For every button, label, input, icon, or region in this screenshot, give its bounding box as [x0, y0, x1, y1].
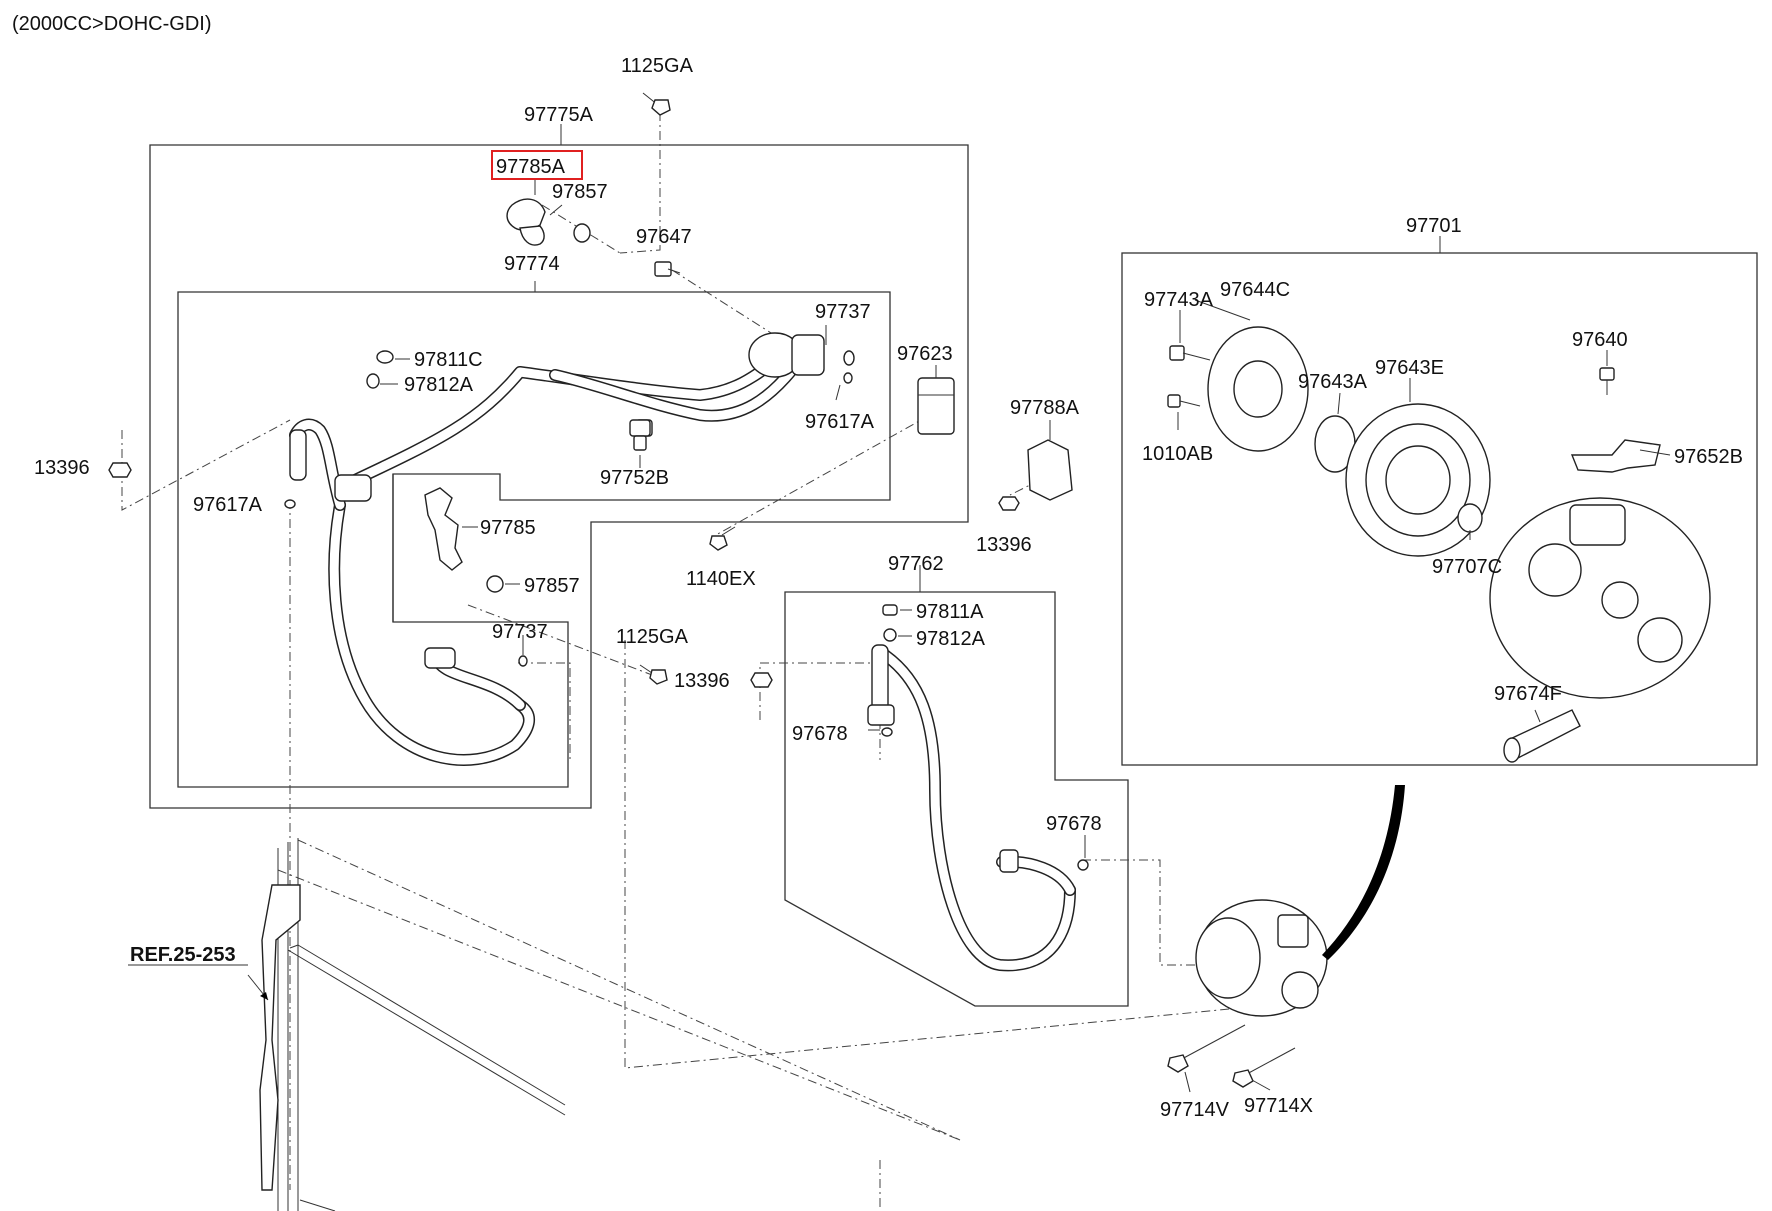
bracket-97785	[424, 487, 463, 571]
bolt-97714X	[1232, 1047, 1296, 1088]
label-1125GA-mid[interactable]: 1125GA	[616, 626, 689, 648]
label-97644C[interactable]: 97644C	[1220, 279, 1290, 301]
hub-97644C	[1207, 326, 1309, 452]
label-1140EX[interactable]: 1140EX	[686, 568, 756, 590]
bolt-1125GA-mid	[639, 664, 668, 685]
bolt-97647	[654, 261, 681, 277]
bracket-97652B	[1570, 439, 1661, 473]
label-97617A-left[interactable]: 97617A	[193, 494, 263, 516]
label-13396-left[interactable]: 13396	[34, 457, 90, 479]
switch-97752B	[629, 419, 651, 451]
oring-97678-b	[1077, 859, 1089, 871]
label-1125GA-top[interactable]: 1125GA	[621, 55, 694, 77]
oring-97617A-left	[284, 499, 296, 509]
condenser-core	[259, 838, 566, 1211]
assembly-frame-97775A	[149, 144, 969, 809]
label-97788A[interactable]: 97788A	[1010, 397, 1080, 419]
label-97811A[interactable]: 97811A	[916, 601, 984, 623]
label-97857-top[interactable]: 97857	[552, 181, 608, 203]
highlight-box-97785A	[491, 150, 583, 180]
label-97785A[interactable]: 97785A	[496, 156, 566, 178]
oring-97678-a	[881, 727, 893, 737]
label-97785[interactable]: 97785	[480, 517, 536, 539]
cap-97812A-low	[883, 628, 897, 642]
oring-97617A-right	[843, 372, 853, 384]
label-97707C[interactable]: 97707C	[1432, 556, 1502, 578]
bolt-97640	[1599, 367, 1615, 395]
label-97752B[interactable]: 97752B	[600, 467, 669, 489]
engine-note: (2000CC>DOHC-GDI)	[12, 13, 211, 35]
hose-assembly-97774	[289, 332, 825, 766]
valve-97623	[917, 377, 955, 435]
label-97617A-right[interactable]: 97617A	[805, 411, 875, 433]
label-97714V[interactable]: 97714V	[1160, 1099, 1230, 1121]
nut-13396-left	[108, 462, 132, 478]
label-97643E[interactable]: 97643E	[1375, 357, 1444, 379]
label-1010AB[interactable]: 1010AB	[1142, 443, 1213, 465]
bolt-1140EX	[709, 526, 736, 551]
cap-97811C	[376, 350, 394, 364]
detail-pointer-arrow	[1322, 785, 1405, 960]
bolt-1125GA-top	[642, 92, 671, 116]
clamp-97785A	[506, 198, 546, 246]
label-97678-a[interactable]: 97678	[792, 723, 848, 745]
label-97775A[interactable]: 97775A	[524, 104, 594, 126]
label-13396-right[interactable]: 13396	[976, 534, 1032, 556]
bolt-97743A	[1169, 345, 1211, 361]
valve-97674F	[1503, 709, 1581, 763]
label-97743A[interactable]: 97743A	[1144, 289, 1214, 311]
oring-97737-top	[843, 350, 855, 366]
assembly-frame-97762	[784, 591, 1129, 1007]
nut-13396-right	[998, 496, 1020, 511]
label-97652B[interactable]: 97652B	[1674, 446, 1743, 468]
label-97623[interactable]: 97623	[897, 343, 953, 365]
bolt-1010AB	[1167, 394, 1201, 408]
label-97678-b[interactable]: 97678	[1046, 813, 1102, 835]
nut-97857-top	[573, 223, 591, 243]
ref-link-25-253[interactable]: REF.25-253	[130, 944, 236, 966]
label-13396-mid[interactable]: 13396	[674, 670, 730, 692]
bolt-97714V	[1167, 1024, 1246, 1073]
nut-97857-mid	[486, 575, 504, 593]
cap-97811A	[882, 604, 898, 616]
label-97737-top[interactable]: 97737	[815, 301, 871, 323]
oring-97737-low	[518, 655, 528, 667]
label-97647[interactable]: 97647	[636, 226, 692, 248]
label-97857-mid[interactable]: 97857	[524, 575, 580, 597]
compressor-body	[1489, 497, 1711, 699]
compressor-small	[1195, 899, 1328, 1017]
label-97674F[interactable]: 97674F	[1494, 683, 1562, 705]
label-97762[interactable]: 97762	[888, 553, 944, 575]
bracket-97788A	[1027, 439, 1073, 501]
pulley-97643E	[1345, 403, 1491, 557]
cap-97812A-top	[366, 373, 380, 389]
label-97737-low[interactable]: 97737	[492, 621, 548, 643]
ref-arrowhead	[260, 992, 268, 1000]
label-97812A-low[interactable]: 97812A	[916, 628, 986, 650]
label-97811C[interactable]: 97811C	[414, 349, 483, 371]
label-97640[interactable]: 97640	[1572, 329, 1628, 351]
hose-assembly-97762	[867, 644, 1076, 972]
label-97774[interactable]: 97774	[504, 253, 560, 275]
coil-97707C	[1457, 503, 1483, 533]
label-97701[interactable]: 97701	[1406, 215, 1462, 237]
nut-13396-mid	[750, 672, 773, 688]
label-97714X[interactable]: 97714X	[1244, 1095, 1313, 1117]
label-97643A[interactable]: 97643A	[1298, 371, 1368, 393]
label-97812A-top[interactable]: 97812A	[404, 374, 474, 396]
